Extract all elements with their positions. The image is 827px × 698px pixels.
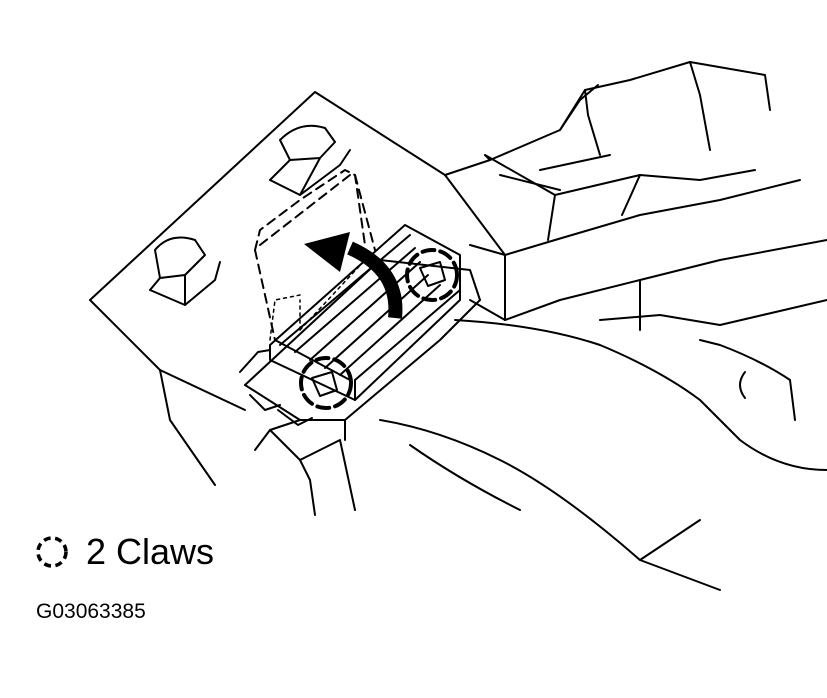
legend: 2 Claws [34,530,214,574]
rotation-arrow [304,232,403,319]
panel-structure [89,61,827,486]
dashed-circle-icon [36,536,68,568]
legend-label: 2 Claws [86,531,215,572]
figure-code: G03063385 [36,600,146,623]
claw-marker-lower [299,356,353,410]
claw-upper [419,261,446,287]
claw-marker-upper [405,248,459,302]
hand-shape [379,319,827,591]
mount-base [244,259,481,516]
lifted-outline-dotted [269,259,366,341]
panel-clip-lower [149,236,221,306]
panel-clip-upper [269,124,351,196]
claw-lower [311,371,338,397]
